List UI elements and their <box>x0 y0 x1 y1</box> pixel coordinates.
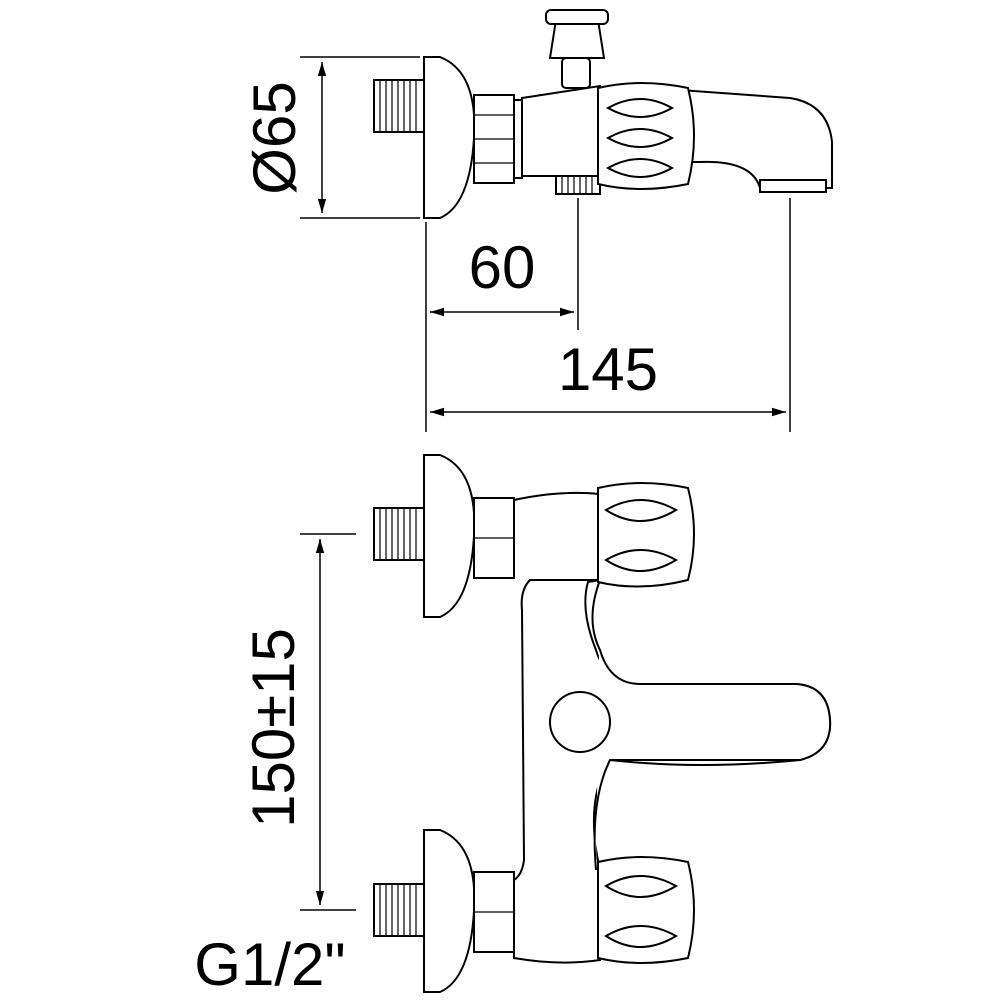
length-label: 145 <box>558 336 658 403</box>
lower-inlet-thread <box>373 883 425 937</box>
centers-dimension: 150±15 <box>240 533 356 911</box>
upper-hex-nut <box>473 497 515 579</box>
diverter-button <box>549 691 611 753</box>
top-hex-nut <box>473 94 523 184</box>
front-spout <box>591 579 832 871</box>
upper-flange <box>423 454 476 618</box>
offset-label: 60 <box>469 234 536 301</box>
top-flange <box>423 56 476 219</box>
centers-label: 150±15 <box>240 628 307 828</box>
top-spout <box>679 88 833 189</box>
length-dimension: 145 <box>425 198 791 432</box>
top-view <box>373 9 833 219</box>
lower-hex-nut <box>473 871 515 953</box>
lower-flange <box>423 829 476 993</box>
thread-label: G1/2" <box>194 931 345 998</box>
lower-handle <box>597 856 695 964</box>
top-spout-aerator <box>759 179 827 193</box>
top-inlet-thread <box>373 79 425 133</box>
top-outlet-thread <box>555 175 601 195</box>
upper-inlet-thread <box>373 507 425 561</box>
diameter-label: Ø65 <box>241 81 308 194</box>
diverter-knob <box>545 9 609 89</box>
upper-handle <box>597 482 695 588</box>
offset-dimension: 60 <box>425 198 579 330</box>
top-handle <box>597 82 695 190</box>
front-view <box>373 454 832 993</box>
top-diverter-body <box>521 84 601 177</box>
diameter-dimension: Ø65 <box>241 56 420 219</box>
